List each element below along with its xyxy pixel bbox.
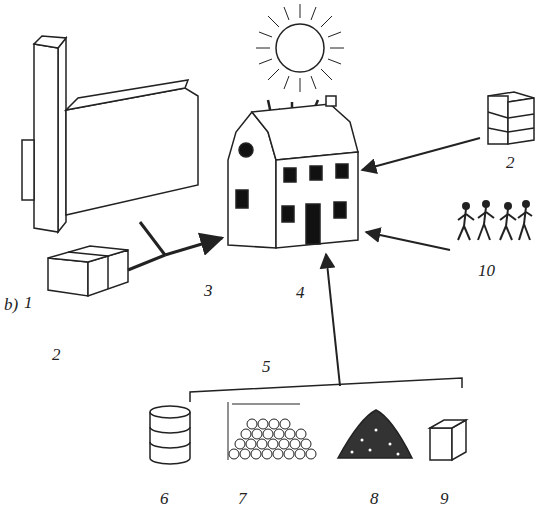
callout-number: 6: [160, 490, 169, 507]
callout-number: 8: [370, 490, 379, 507]
callout-number: 4: [296, 284, 305, 301]
callout-number: 3: [204, 282, 213, 299]
callout-number: 1: [24, 294, 33, 311]
callout-number: 2: [52, 346, 61, 363]
callout-number: 10: [478, 262, 495, 279]
callout-number: 9: [440, 490, 449, 507]
callout-number: 2: [506, 154, 515, 171]
callout-number: 5: [262, 358, 271, 375]
callout-number: b): [4, 296, 18, 313]
callout-number: 7: [238, 490, 247, 507]
